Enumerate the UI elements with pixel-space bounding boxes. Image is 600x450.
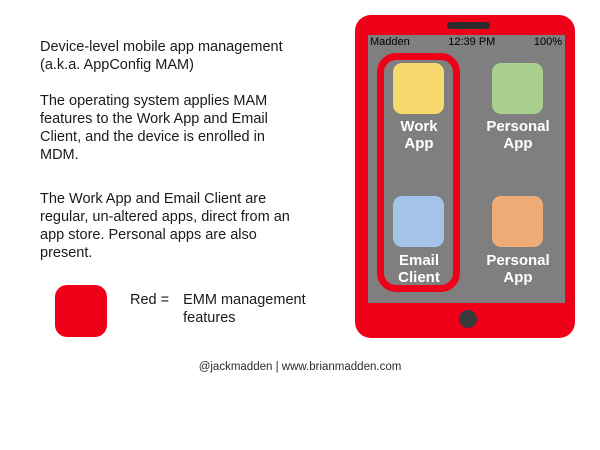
home-button — [459, 310, 477, 328]
status-bar: Madden 12:39 PM 100% — [368, 35, 565, 50]
speaker-slot — [447, 22, 490, 29]
legend-prefix: Red = — [130, 292, 170, 308]
legend-red-swatch — [55, 285, 107, 337]
credit-line: @jackmadden | www.brianmadden.com — [198, 361, 402, 373]
app-icon-personal-app-bottom — [492, 196, 543, 247]
status-time: 12:39 PM — [448, 36, 496, 48]
app-label-email-client: Email Client — [398, 252, 440, 286]
app-label-work-app: Work App — [400, 118, 438, 152]
app-icon-personal-app-top — [492, 63, 543, 114]
app-label-personal-app-bottom: Personal App — [486, 252, 550, 286]
intro-paragraph: Device-level mobile app management (a.k.… — [40, 39, 283, 73]
app-icon-email-client — [393, 196, 444, 247]
app-icon-work-app — [393, 63, 444, 114]
app-label-personal-app-top: Personal App — [486, 118, 550, 152]
status-carrier: Madden — [370, 36, 410, 48]
status-battery: 100% — [533, 36, 562, 48]
phone-screen: Madden 12:39 PM 100% Work App Personal A… — [368, 35, 565, 303]
emm-management-outline — [377, 53, 460, 292]
os-mam-paragraph: The operating system applies MAM feature… — [40, 93, 268, 163]
apps-paragraph: The Work App and Email Client are regula… — [40, 191, 290, 261]
legend-label: EMM management features — [183, 292, 306, 326]
phone-device: Madden 12:39 PM 100% Work App Personal A… — [355, 15, 575, 338]
legend: Red = EMM management features — [130, 291, 306, 327]
